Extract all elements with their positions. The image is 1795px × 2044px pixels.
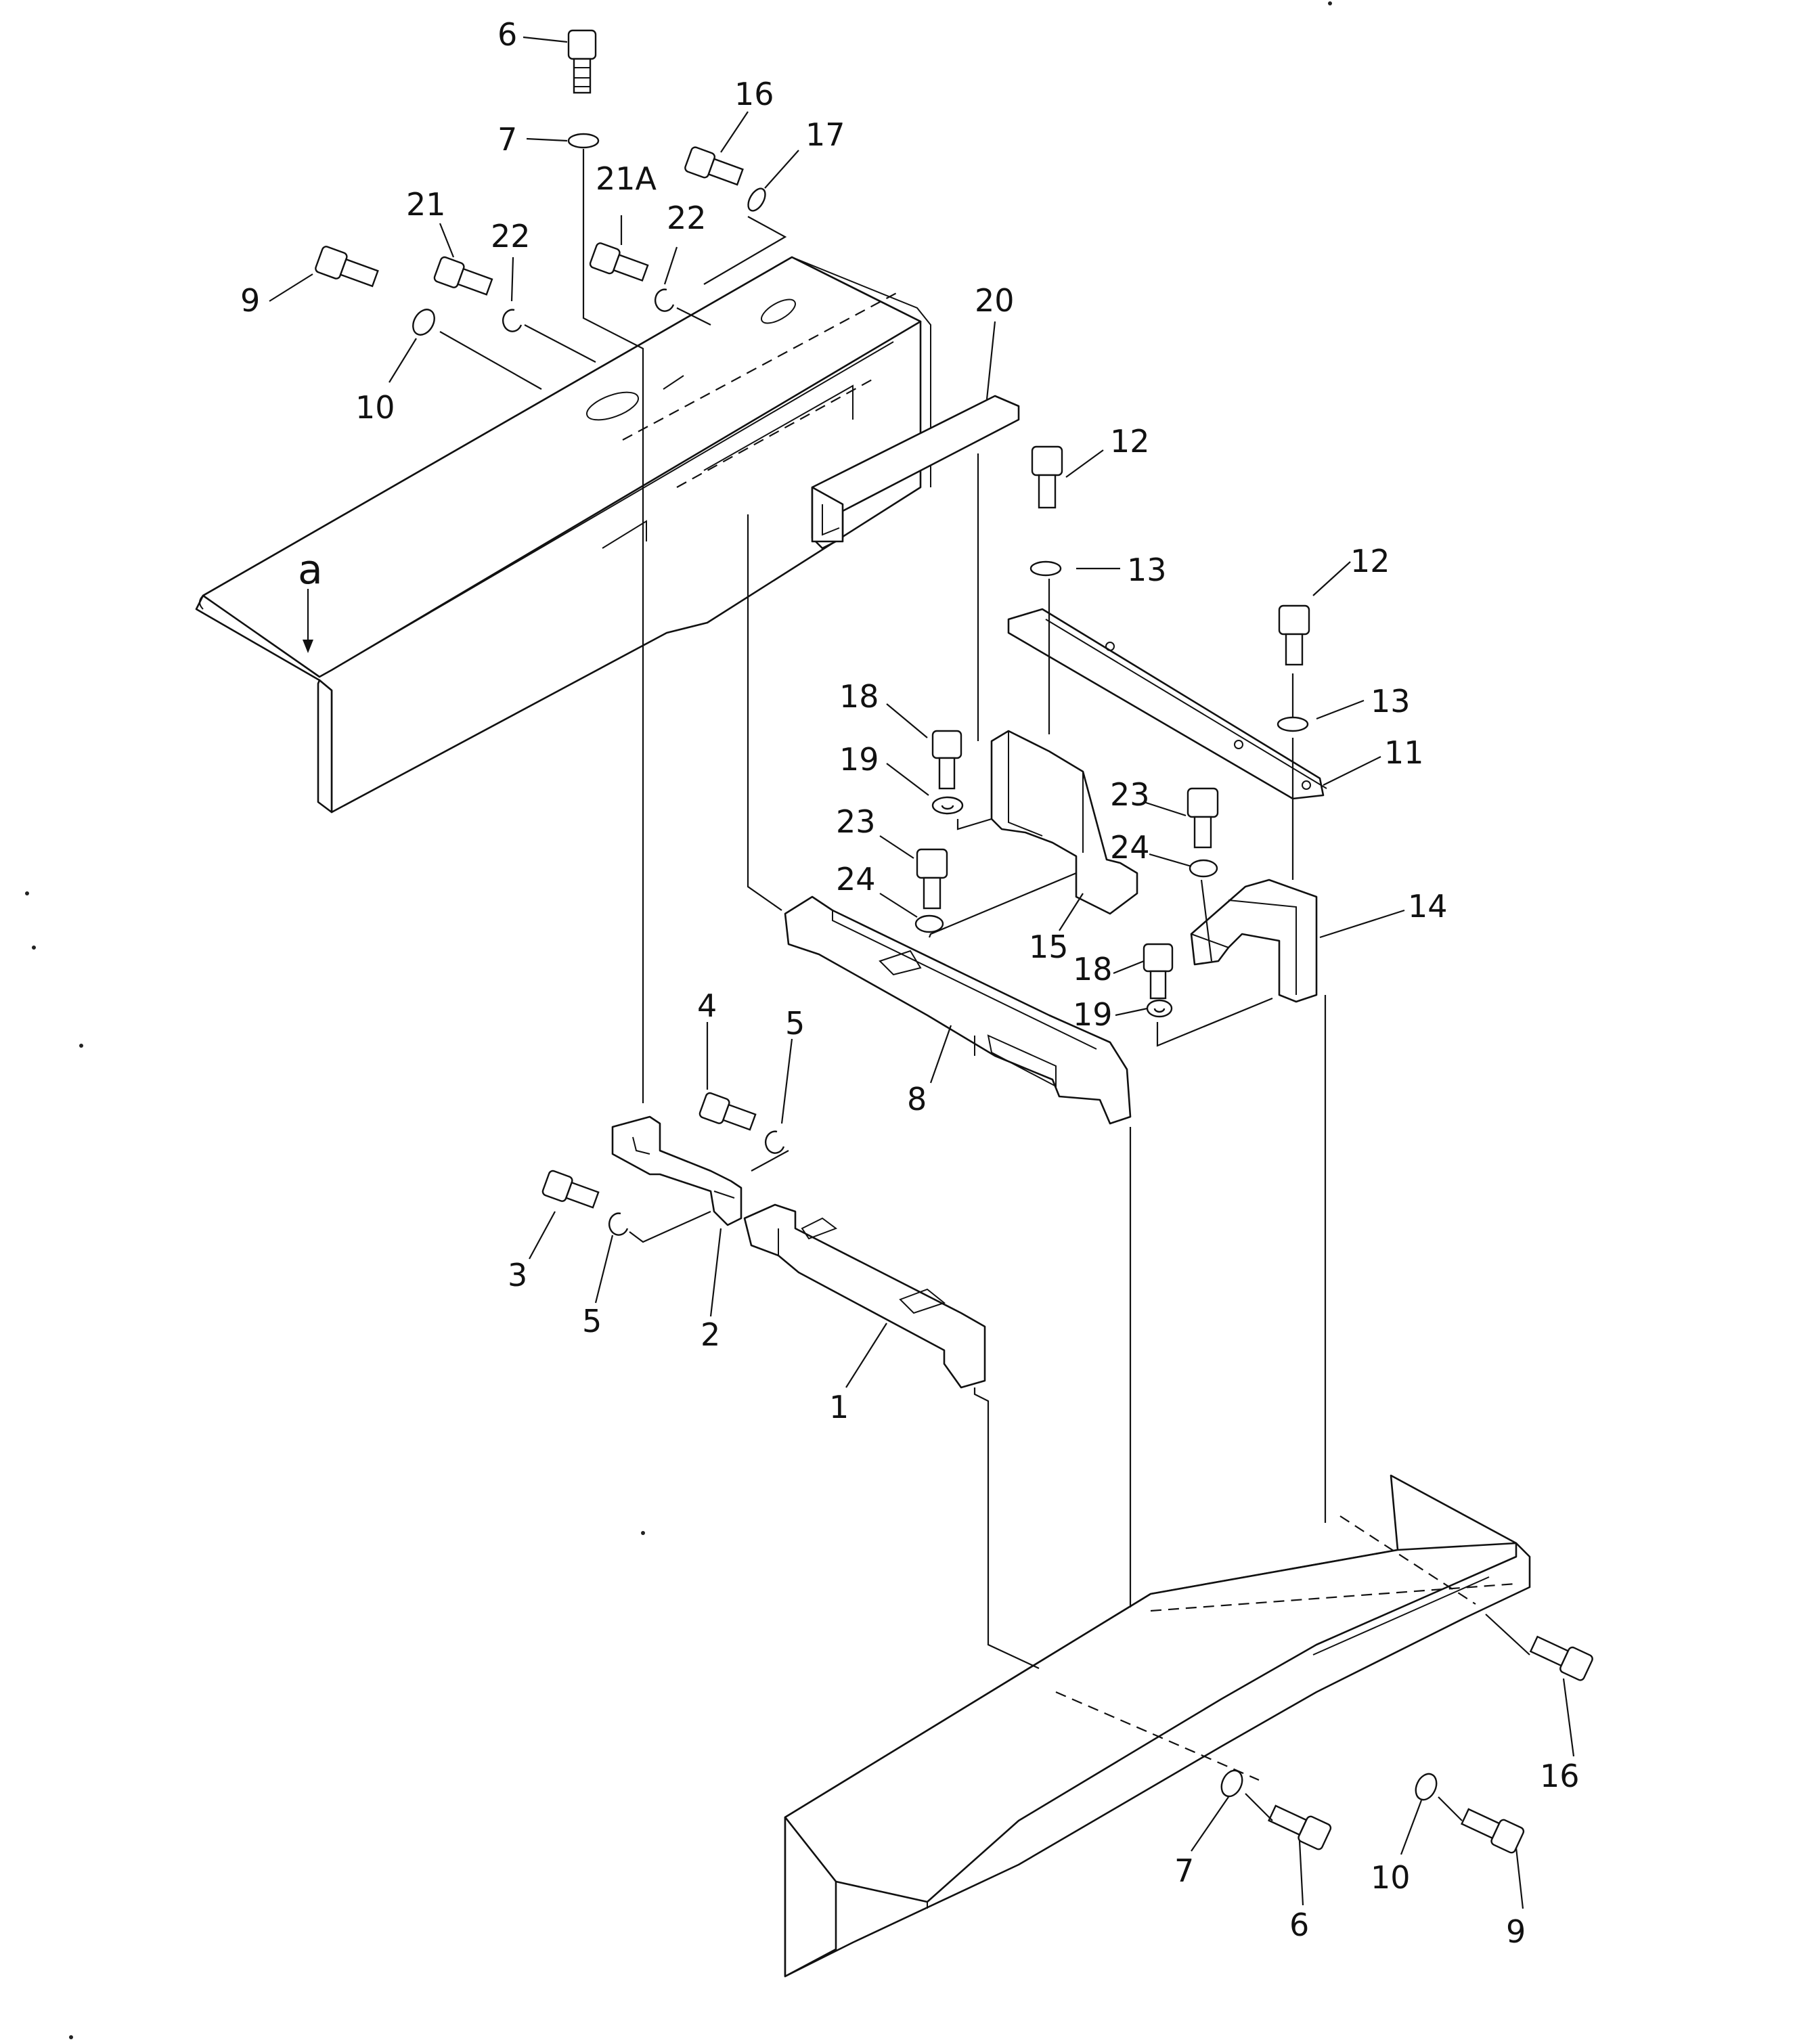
washer-10-top — [412, 309, 435, 336]
callout-10-top: 10 — [355, 389, 395, 426]
washer-13-left — [1029, 560, 1062, 577]
ring-5-left — [608, 1212, 629, 1236]
callout-4: 4 — [697, 987, 717, 1024]
ring-22-right — [654, 288, 675, 312]
bolt-16-bottom — [1529, 1635, 1593, 1681]
callout-5-left: 5 — [582, 1303, 602, 1339]
callout-18-right: 18 — [1073, 951, 1113, 987]
bolt-9-top — [315, 246, 379, 288]
callout-8: 8 — [907, 1081, 927, 1117]
upper-cover — [195, 256, 931, 814]
plate-11 — [1007, 608, 1327, 800]
washer-19-right — [1146, 999, 1173, 1018]
callout-9-top: 9 — [240, 282, 260, 319]
callout-23-left: 23 — [836, 803, 876, 840]
callout-22-left: 22 — [491, 218, 531, 254]
callout-2: 2 — [701, 1316, 720, 1353]
washer-7-top — [567, 133, 600, 149]
washer-19-left — [931, 796, 964, 815]
view-arrow-a: a — [298, 546, 323, 653]
bolt-18-left — [931, 730, 962, 790]
callout-17: 17 — [805, 116, 845, 153]
bolt-12-right — [1278, 604, 1310, 666]
bolt-6-bottom — [1268, 1804, 1332, 1850]
callout-16-top: 16 — [734, 76, 774, 112]
bracket-20 — [811, 395, 1020, 550]
assembly-guide-lines — [439, 149, 1530, 1821]
washer-24-right — [1189, 859, 1218, 878]
bracket-2 — [611, 1115, 743, 1226]
bolt-21 — [433, 256, 493, 296]
callout-7-bottom: 7 — [1174, 1852, 1194, 1889]
bolt-9-bottom — [1461, 1808, 1525, 1854]
callout-20: 20 — [975, 282, 1015, 319]
view-marker-a: a — [298, 546, 323, 594]
bolt-3 — [541, 1170, 600, 1209]
callout-11: 11 — [1384, 734, 1424, 771]
bolt-4 — [699, 1092, 757, 1131]
scan-specks — [25, 1, 1332, 2039]
bolt-21A — [589, 242, 649, 282]
callout-13-left: 13 — [1127, 552, 1167, 588]
callout-6-bottom: 6 — [1289, 1907, 1309, 1943]
callout-6-top: 6 — [497, 16, 517, 53]
callout-18-left: 18 — [839, 678, 879, 715]
bottom-cover — [784, 1474, 1531, 1978]
callout-13-right: 13 — [1371, 683, 1411, 719]
ring-22-left — [502, 309, 523, 332]
bolt-16-top — [684, 146, 744, 186]
callout-24-left: 24 — [836, 861, 876, 897]
washer-17 — [747, 187, 766, 212]
washer-7-bottom — [1220, 1769, 1243, 1798]
callout-19-right: 19 — [1073, 996, 1113, 1033]
bracket-14 — [1190, 879, 1318, 1003]
callout-9-bottom: 9 — [1506, 1913, 1526, 1950]
beam-8 — [784, 895, 1132, 1125]
callout-23-right: 23 — [1110, 776, 1150, 813]
callout-7-top: 7 — [497, 121, 517, 158]
callout-15: 15 — [1029, 929, 1069, 965]
washer-10-bottom — [1415, 1773, 1438, 1801]
callout-22-right: 22 — [667, 200, 707, 236]
bolt-23-right — [1187, 787, 1219, 849]
fasteners — [315, 29, 1593, 1854]
callout-1: 1 — [829, 1389, 849, 1425]
callout-21: 21 — [406, 186, 446, 223]
leader-lines — [269, 36, 1575, 1909]
callout-21A: 21A — [596, 160, 657, 197]
washer-24-left — [914, 914, 944, 933]
bolt-18-right — [1143, 943, 1174, 1000]
callout-5-right: 5 — [785, 1005, 805, 1042]
ring-5-right — [764, 1130, 785, 1154]
callout-labels: 6 7 16 17 21A 22 21 22 9 10 20 12 13 12 … — [240, 16, 1580, 1950]
beam-1 — [743, 1203, 986, 1389]
callout-12-left: 12 — [1110, 423, 1150, 460]
bracket-15 — [990, 730, 1138, 915]
bolt-23-left — [916, 848, 948, 910]
callout-19-left: 19 — [839, 741, 879, 778]
callout-16-bottom: 16 — [1540, 1758, 1580, 1794]
washer-13-right — [1277, 716, 1309, 732]
callout-10-bottom: 10 — [1371, 1859, 1411, 1896]
callout-24-right: 24 — [1110, 829, 1150, 866]
callout-14: 14 — [1408, 888, 1448, 925]
bolt-6-top — [567, 29, 597, 94]
bolt-12-left — [1031, 445, 1063, 509]
callout-12-right: 12 — [1350, 543, 1390, 579]
callout-3: 3 — [508, 1257, 527, 1293]
